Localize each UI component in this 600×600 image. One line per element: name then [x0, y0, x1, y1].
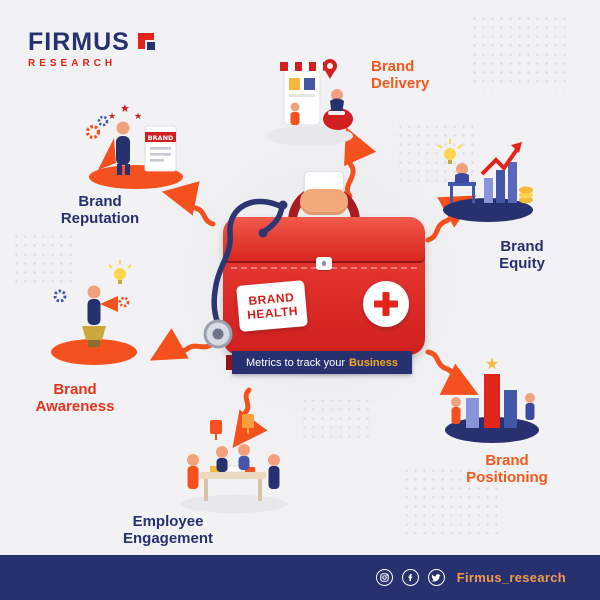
holding-hand — [300, 189, 348, 215]
label-line: Brand — [53, 381, 97, 398]
label-line: Equity — [499, 255, 545, 273]
label-line: Brand — [500, 238, 544, 255]
twitter-icon[interactable] — [427, 569, 445, 586]
footer-bar: Firmus_research — [0, 555, 600, 600]
label-line: Reputation — [60, 210, 140, 228]
brand-reputation-illustration: ★ ★ ★ BRAND — [85, 102, 183, 189]
label-line: Brand — [78, 193, 122, 210]
svg-text:★: ★ — [108, 112, 116, 122]
label-line: Brand — [485, 452, 529, 469]
brand-equity-label: Brand Equity — [468, 238, 576, 273]
brand-awareness-illustration — [51, 260, 137, 365]
stethoscope-icon — [203, 198, 288, 349]
bag-body: BRAND HEALTH — [223, 217, 425, 355]
employee-engagement-illustration — [180, 414, 288, 513]
logo-mark-icon — [137, 33, 157, 52]
instagram-icon[interactable] — [375, 569, 393, 586]
logo-name: FIRMUS — [28, 28, 130, 56]
brand-equity-illustration — [437, 139, 533, 222]
social-handle[interactable]: Firmus_research — [456, 570, 566, 585]
dot-pattern — [470, 14, 570, 90]
facebook-icon[interactable] — [401, 569, 419, 586]
brand-delivery-illustration — [267, 59, 353, 146]
brand-delivery-label: Brand Delivery — [371, 58, 471, 93]
dot-pattern — [300, 396, 370, 440]
firmus-logo: FIRMUS RESEARCH — [28, 28, 157, 69]
banner-highlight: Business — [349, 356, 398, 369]
label-line: Engagement — [122, 530, 213, 548]
label-line: Awareness — [35, 398, 115, 416]
label-line: Delivery — [371, 75, 430, 93]
svg-text:BRAND: BRAND — [148, 134, 174, 142]
svg-text:★: ★ — [485, 354, 499, 373]
brand-awareness-label: Brand Awareness — [15, 381, 135, 416]
svg-text:★: ★ — [120, 102, 130, 115]
bag-flap — [223, 217, 425, 263]
brand-positioning-label: Brand Positioning — [446, 452, 568, 487]
medical-cross-icon — [363, 281, 409, 327]
svg-text:★: ★ — [134, 112, 142, 122]
dot-pattern — [402, 466, 498, 534]
label-line: Positioning — [466, 469, 548, 487]
brand-reputation-label: Brand Reputation — [30, 193, 170, 228]
label-line: Employee — [132, 513, 204, 530]
label-line: Brand — [371, 58, 415, 75]
tagline-banner: Metrics to track your Business — [226, 351, 412, 374]
brand-positioning-illustration: ★ — [445, 354, 539, 443]
logo-subtitle: RESEARCH — [28, 58, 117, 69]
employee-engagement-label: Employee Engagement — [98, 513, 238, 548]
bag-clasp — [316, 257, 332, 270]
banner-text: Metrics to track your — [246, 356, 346, 369]
dot-pattern — [12, 232, 74, 284]
